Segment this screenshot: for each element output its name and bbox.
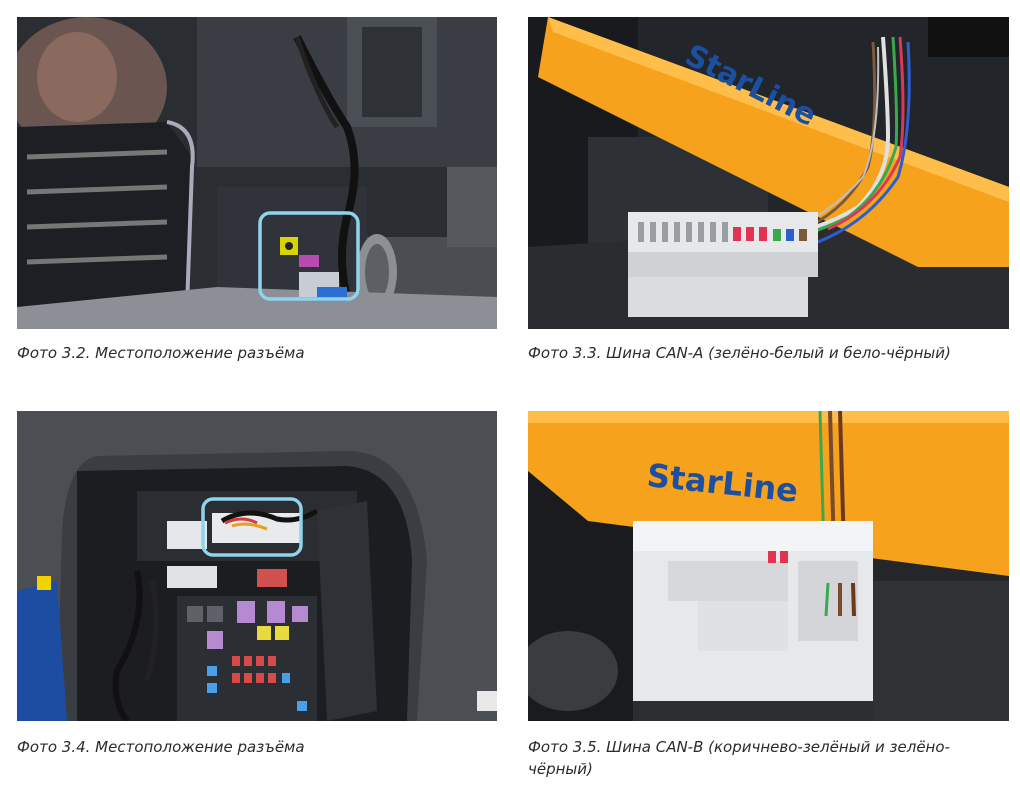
photo-3-5-image: StarLine: [528, 411, 1009, 721]
highlight-frame: [258, 211, 360, 301]
photo-3-2-image: [17, 17, 497, 329]
photo-caption: Фото 3.4. Местоположение разъёма: [17, 738, 305, 756]
photo-connector-location-column: [17, 17, 497, 329]
photo-3-4-image: [17, 411, 497, 721]
photo-caption: Фото 3.5. Шина CAN-B (коричнево-зелёный …: [528, 738, 950, 778]
photo-caption: Фото 3.2. Местоположение разъёма: [17, 344, 305, 362]
photo-connector-location-fusebox: [17, 411, 497, 721]
photo-caption: Фото 3.3. Шина CAN-A (зелёно-белый и бел…: [528, 344, 951, 362]
photo-can-b-connector: StarLine: [528, 411, 1009, 721]
highlight-frame: [201, 497, 303, 557]
pry-tool: [538, 17, 1009, 267]
photo-3-3-image: StarLine: [528, 17, 1009, 329]
pry-tool: [528, 411, 1009, 576]
photo-can-a-connector: StarLine: [528, 17, 1009, 329]
